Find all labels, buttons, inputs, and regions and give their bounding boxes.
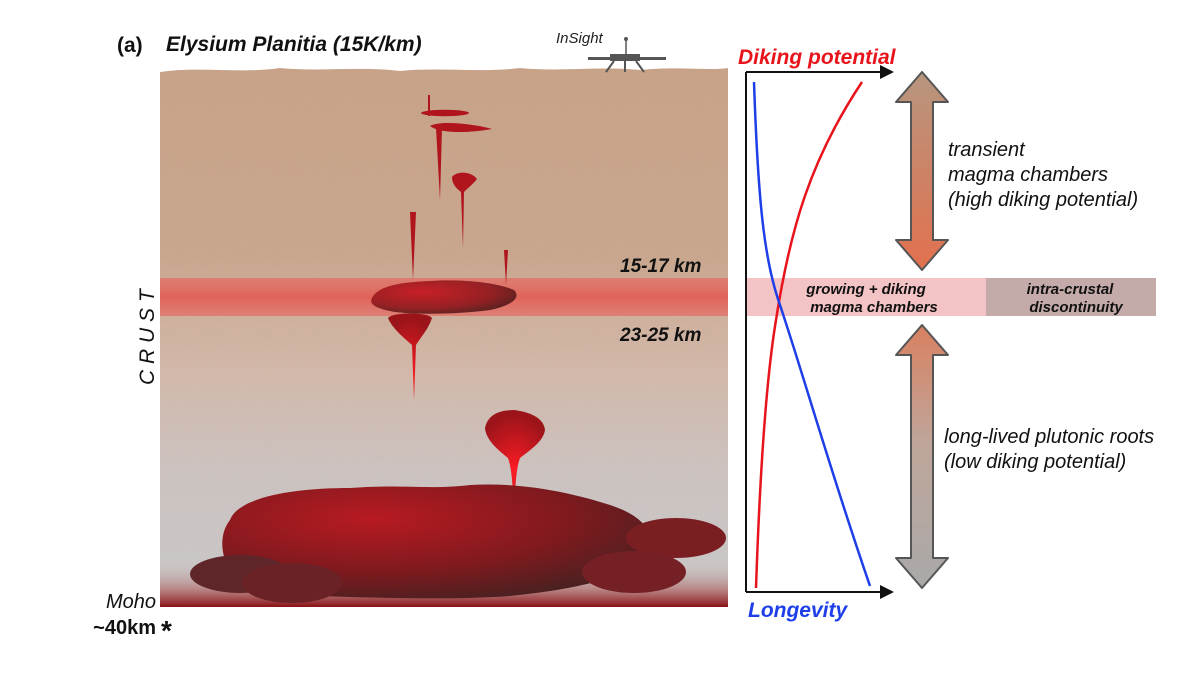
mid-dike-right xyxy=(504,250,508,285)
small-chamber xyxy=(452,172,477,248)
longevity-curve xyxy=(752,81,872,587)
crust-grain-texture xyxy=(160,68,728,607)
discontinuity-chamber xyxy=(371,280,517,314)
side-pluton-right-upper xyxy=(626,518,726,558)
depth-upper-label: 15-17 km xyxy=(620,256,701,277)
upper-sill xyxy=(421,109,469,117)
graph-top-arrowhead xyxy=(880,65,894,79)
graph-bottom-arrowhead xyxy=(880,585,894,599)
mid-dike xyxy=(410,212,416,280)
diking-potential-label: Diking potential xyxy=(738,46,897,69)
crust-cross-section xyxy=(160,68,728,607)
intra-crustal-line1: intra-crustal xyxy=(1027,281,1115,298)
moho-label: Moho xyxy=(106,591,156,613)
growing-chambers-line2: magma chambers xyxy=(810,299,938,316)
upper-dike xyxy=(436,128,442,200)
insight-lander-icon xyxy=(588,37,666,73)
moho-asterisk: * xyxy=(161,615,172,646)
moho-depth-label: ~40km xyxy=(93,617,156,639)
deep-teardrop xyxy=(485,410,545,492)
side-pluton-right-lower xyxy=(582,551,686,593)
lower-annotation-line2: (low diking potential) xyxy=(944,451,1126,473)
depth-lower-label: 23-25 km xyxy=(619,325,701,346)
drip-chamber xyxy=(388,313,432,400)
shallow-intrusions xyxy=(410,95,508,285)
lander-label: InSight xyxy=(556,30,604,47)
crust-axis-label: C R U S T xyxy=(136,287,159,385)
longevity-label: Longevity xyxy=(748,599,848,622)
upper-sill-chamber xyxy=(430,122,492,133)
discontinuity-extension-grey xyxy=(986,278,1156,316)
upper-annotation-line2: magma chambers xyxy=(948,164,1108,186)
diking-potential-curve xyxy=(754,81,864,589)
upper-annotation-line1: transient xyxy=(948,139,1026,161)
plutonic-roots xyxy=(190,484,726,603)
side-pluton-left-lower-2 xyxy=(242,563,342,603)
potential-graph xyxy=(745,65,894,599)
figure-title: Elysium Planitia (15K/km) xyxy=(166,33,422,56)
lower-annotation-line1: long-lived plutonic roots xyxy=(944,426,1154,448)
intra-crustal-line2: discontinuity xyxy=(1029,299,1123,316)
upper-annotation-line3: (high diking potential) xyxy=(948,189,1138,211)
upper-double-arrow xyxy=(895,71,949,271)
panel-label: (a) xyxy=(117,34,143,57)
discontinuity-extension-pink xyxy=(746,278,986,316)
lower-double-arrow xyxy=(895,324,949,589)
growing-chambers-line1: growing + diking xyxy=(805,281,926,298)
